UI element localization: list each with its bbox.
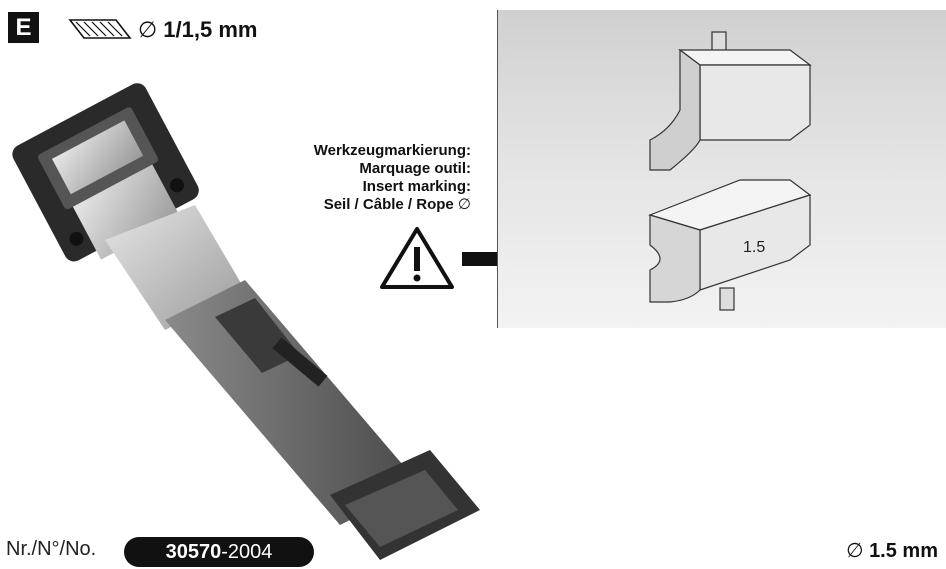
diameter-symbol: ∅: [138, 17, 158, 42]
insert-diameter-symbol: ∅: [846, 540, 864, 562]
section-badge: E: [8, 12, 39, 43]
rope-spec: ∅ 1/1,5 mm: [138, 18, 257, 42]
crimping-tool-photo: [12, 83, 480, 560]
order-number-main: 30570: [165, 540, 222, 563]
crimp-insert-drawing: 1.5: [648, 31, 812, 311]
warning-triangle-icon: [380, 227, 454, 289]
panel-divider: [497, 10, 498, 328]
rope-cross-section-icon: [68, 19, 132, 39]
rope-spec-value: 1/1,5 mm: [163, 17, 258, 42]
order-number-suffix: -2004: [221, 540, 273, 563]
order-number-label: Nr./N°/No.: [6, 538, 97, 560]
marking-diameter-symbol: ∅: [457, 196, 471, 213]
marking-fr: Marquage outil:: [359, 160, 471, 177]
insert-marking-labels: Werkzeugmarkierung: Marquage outil: Inse…: [211, 142, 471, 214]
marking-de: Werkzeugmarkierung:: [313, 142, 471, 159]
insert-stamp-text: 1.5: [743, 239, 765, 256]
marking-rope-text: Seil / Câble / Rope: [323, 196, 454, 213]
marking-rope-line: Seil / Câble / Rope ∅: [211, 196, 471, 214]
insert-diameter-value: 1.5 mm: [869, 540, 938, 562]
insert-diameter: ∅ 1.5 mm: [846, 538, 938, 563]
order-number-badge: 30570-2004: [124, 537, 314, 567]
marking-en: Insert marking:: [362, 178, 471, 195]
